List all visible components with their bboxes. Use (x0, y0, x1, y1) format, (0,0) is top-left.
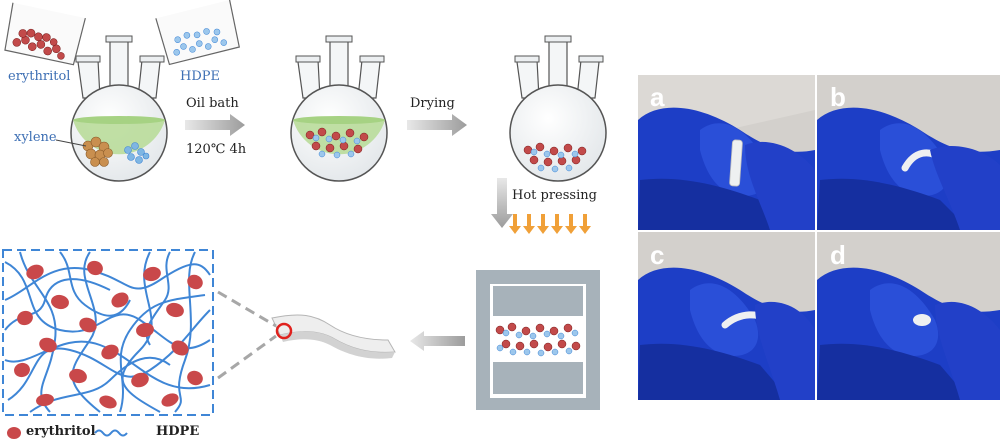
photo-letter-a: a (650, 82, 665, 112)
label-drying: Drying (410, 96, 455, 111)
legend-erythritol-swatch (7, 427, 21, 439)
photo-b (817, 75, 1000, 230)
zoom-line-top (217, 290, 277, 328)
label-conditions: 120℃ 4h (186, 142, 247, 157)
photo-letter-d: d (830, 240, 846, 270)
highlight-circle (275, 322, 293, 340)
photo-a (638, 75, 815, 230)
flask-1 (70, 35, 168, 182)
beaker-erythritol (4, 2, 86, 66)
arrow-drying (407, 114, 467, 136)
zoom-line-bottom (217, 334, 277, 380)
composite-film (271, 314, 396, 359)
photo-d (817, 232, 1000, 400)
legend-hdpe-swatch (94, 429, 128, 437)
photo-letter-c: c (650, 240, 665, 270)
photo-letter-b: b (830, 82, 846, 112)
flask-3 (509, 35, 607, 182)
legend-hdpe-label: HDPE (156, 424, 200, 439)
photo-c (638, 232, 815, 400)
network-box (2, 249, 214, 416)
photo-grid (638, 75, 1000, 400)
label-hdpe: HDPE (180, 69, 220, 84)
label-oil-bath: Oil bath (186, 96, 239, 111)
flask-2 (290, 35, 388, 182)
arrow-to-film (410, 331, 465, 351)
arrow-oil-bath (185, 114, 245, 136)
arrow-hot-pressing (491, 178, 513, 228)
label-hot-pressing: Hot pressing (512, 188, 597, 203)
heat-arrows (509, 214, 591, 234)
hot-press (476, 270, 600, 410)
xylene-pointer (55, 139, 87, 147)
legend (7, 427, 128, 439)
label-xylene: xylene (14, 130, 57, 145)
beaker-hdpe (155, 0, 240, 66)
legend-erythritol-label: erythritol (26, 424, 96, 439)
label-erythritol: erythritol (8, 69, 71, 84)
